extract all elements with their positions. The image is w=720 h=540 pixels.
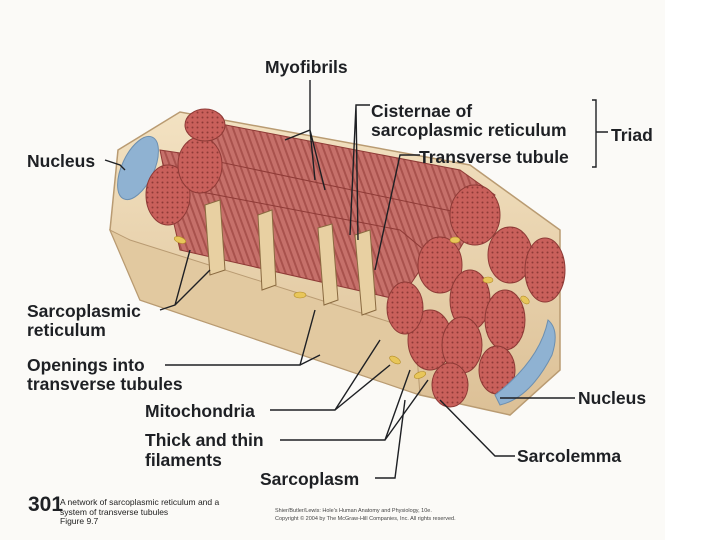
label-cisternae-line1: Cisternae of xyxy=(371,101,473,121)
label-transverse-tubule: Transverse tubule xyxy=(419,147,569,167)
label-nucleus-left: Nucleus xyxy=(27,151,96,171)
sr-strips xyxy=(204,199,377,316)
right-nucleus-shape xyxy=(494,319,556,406)
label-triad: Triad xyxy=(611,125,653,145)
label-sarcoplasmic-line2: reticulum xyxy=(27,320,106,340)
label-thick-thin-line2: filaments xyxy=(145,450,222,470)
mitochondria-shapes xyxy=(173,236,530,379)
label-openings-line1: Openings into xyxy=(27,355,145,375)
caption-line1: A network of sarcoplasmic reticulum and … xyxy=(60,497,220,507)
myofibril-ends-left xyxy=(145,108,226,226)
label-mitochondria: Mitochondria xyxy=(145,401,255,421)
leader-lines xyxy=(104,80,608,479)
label-sarcoplasmic-line1: Sarcoplasmic xyxy=(27,301,141,321)
caption-figure-number: Figure 9.7 xyxy=(60,516,99,526)
caption-line2: system of transverse tubules xyxy=(60,507,169,517)
label-myofibrils: Myofibrils xyxy=(265,57,348,77)
myofibril-ends-right xyxy=(386,184,566,408)
credit-line1: Shier/Butler/Lewis: Hole's Human Anatomy… xyxy=(275,508,432,514)
label-cisternae-line2: sarcoplasmic reticulum xyxy=(371,120,567,140)
label-openings-line2: transverse tubules xyxy=(27,374,183,394)
label-sarcolemma: Sarcolemma xyxy=(517,446,622,466)
label-thick-thin-line1: Thick and thin xyxy=(145,430,264,450)
page-number: 301 xyxy=(28,493,64,516)
page-margin xyxy=(665,0,720,540)
label-sarcoplasm: Sarcoplasm xyxy=(260,469,360,489)
label-nucleus-right: Nucleus xyxy=(578,388,647,408)
credit-line2: Copyright © 2004 by The McGraw-Hill Comp… xyxy=(275,516,456,522)
